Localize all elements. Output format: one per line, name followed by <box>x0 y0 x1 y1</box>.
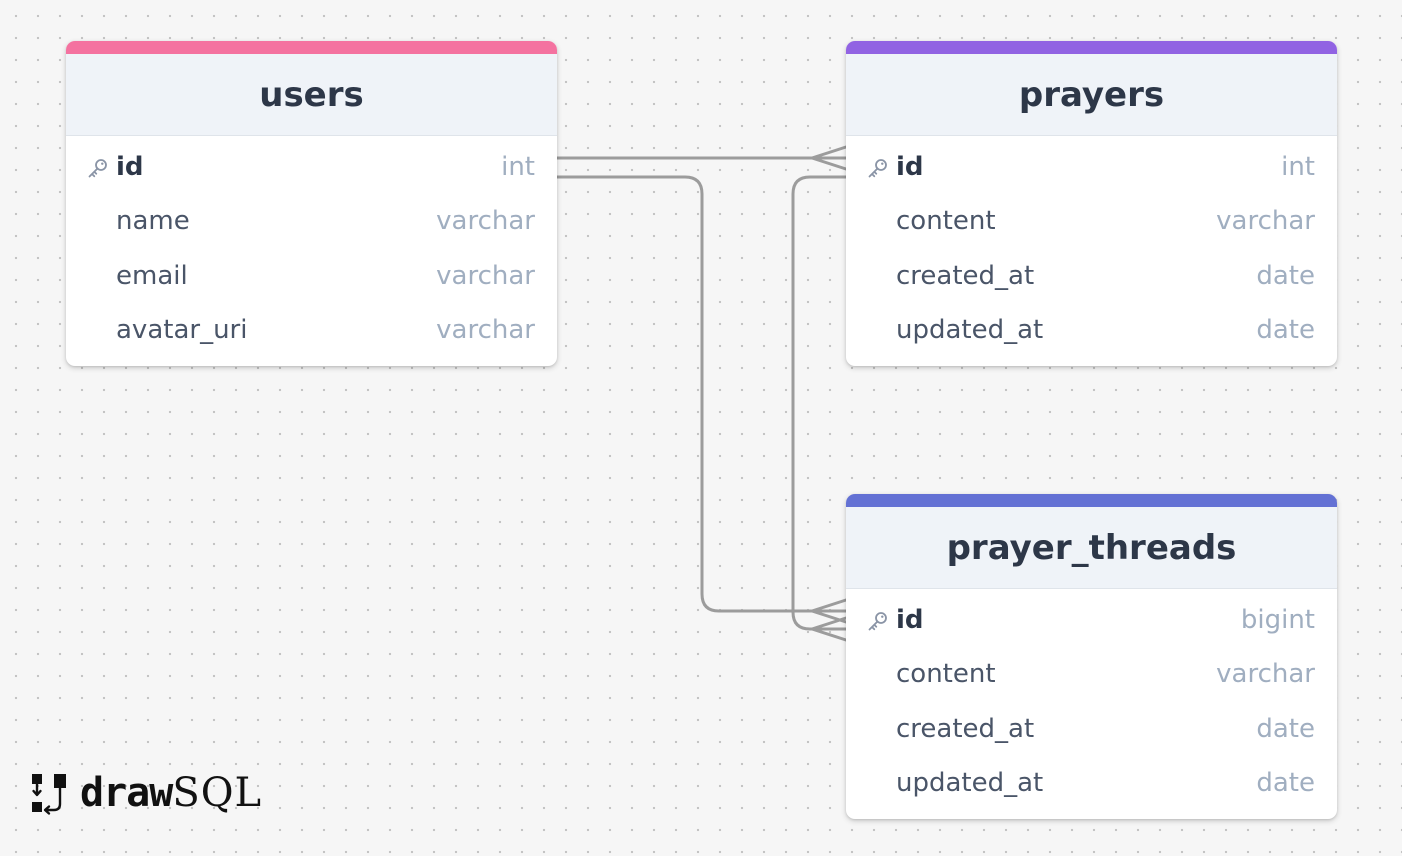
column-type: int <box>501 152 535 183</box>
drawsql-logo-icon <box>32 774 66 815</box>
logo-text-draw: draw <box>80 770 173 816</box>
column-type: varchar <box>436 315 535 346</box>
column-name: name <box>116 206 190 237</box>
column-type: date <box>1256 315 1315 346</box>
column-type: varchar <box>436 206 535 237</box>
column-type: date <box>1256 768 1315 799</box>
column-row[interactable]: id int <box>846 140 1337 194</box>
column-row[interactable]: content varchar <box>846 194 1337 248</box>
table-prayer-threads[interactable]: prayer_threads id bigint content varchar… <box>846 494 1337 820</box>
column-name: content <box>896 206 996 237</box>
column-name: email <box>116 260 188 291</box>
column-name: created_at <box>896 260 1035 291</box>
column-name: updated_at <box>896 768 1044 799</box>
key-icon <box>88 159 107 178</box>
column-type: varchar <box>1216 659 1315 690</box>
column-type: int <box>1281 152 1315 183</box>
column-row[interactable]: avatar_uri varchar <box>66 303 557 357</box>
key-icon <box>868 159 887 178</box>
logo-text-sql: SQL <box>172 770 263 816</box>
column-row[interactable]: content varchar <box>846 647 1337 701</box>
table-title[interactable]: prayers <box>846 54 1337 136</box>
column-row[interactable]: name varchar <box>66 194 557 248</box>
table-title[interactable]: prayer_threads <box>846 507 1337 589</box>
column-row[interactable]: updated_at date <box>846 756 1337 810</box>
column-type: date <box>1256 713 1315 744</box>
column-name: content <box>896 659 996 690</box>
column-type: varchar <box>436 260 535 291</box>
relation-prayers-prayer-threads <box>791 175 848 631</box>
table-accent-bar <box>846 494 1337 507</box>
column-row[interactable]: email varchar <box>66 249 557 303</box>
crowfoot-prayers-icon <box>810 145 848 171</box>
column-name: avatar_uri <box>116 315 248 346</box>
key-icon <box>868 612 887 631</box>
column-row[interactable]: id bigint <box>846 593 1337 647</box>
column-row[interactable]: created_at date <box>846 249 1337 303</box>
column-type: varchar <box>1216 206 1315 237</box>
table-accent-bar <box>846 41 1337 54</box>
column-name: id <box>896 152 924 183</box>
relation-users-prayer-threads <box>555 175 848 613</box>
column-name: created_at <box>896 713 1035 744</box>
column-name: id <box>896 605 924 636</box>
column-row[interactable]: updated_at date <box>846 303 1337 357</box>
column-type: bigint <box>1240 605 1315 636</box>
crowfoot-prayer-threads-lower-icon <box>810 616 848 642</box>
column-name: id <box>116 152 144 183</box>
table-title[interactable]: users <box>66 54 557 136</box>
crowfoot-prayer-threads-upper-icon <box>810 598 848 624</box>
column-name: updated_at <box>896 315 1044 346</box>
column-row[interactable]: id int <box>66 140 557 194</box>
table-prayers[interactable]: prayers id int content varchar created_a… <box>846 41 1337 367</box>
table-accent-bar <box>66 41 557 54</box>
column-row[interactable]: created_at date <box>846 702 1337 756</box>
column-type: date <box>1256 260 1315 291</box>
table-users[interactable]: users id int name varchar email varchar … <box>66 41 557 367</box>
